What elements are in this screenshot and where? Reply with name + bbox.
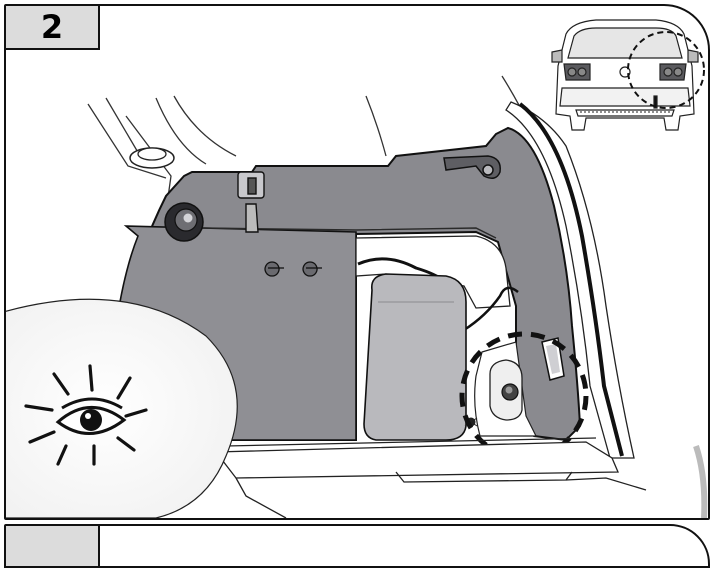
- trunk-floor-sill: [214, 437, 647, 518]
- fixing-point-area: [464, 337, 565, 437]
- panel-clip-holes: [264, 261, 322, 277]
- round-fastener: [164, 202, 204, 242]
- eye-icon: [6, 298, 238, 518]
- right-edge-shadow: [693, 445, 708, 518]
- next-step-panel: [4, 524, 710, 568]
- trunk-side-panel-illustration: [6, 19, 708, 518]
- panel-slot: [237, 171, 265, 233]
- step-number: 2: [40, 8, 64, 46]
- panel-hook: [443, 155, 501, 179]
- next-step-number-badge: [6, 526, 100, 566]
- behind-panel-area: [355, 235, 519, 441]
- instruction-step-panel: 2: [4, 4, 710, 520]
- parcel-shelf-clip: [129, 147, 175, 169]
- car-rear-view-icon: [551, 19, 705, 131]
- trunk-side-trim-panel: [109, 126, 582, 442]
- step-number-badge: 2: [6, 6, 100, 50]
- rear-pillar-trim: [505, 101, 635, 459]
